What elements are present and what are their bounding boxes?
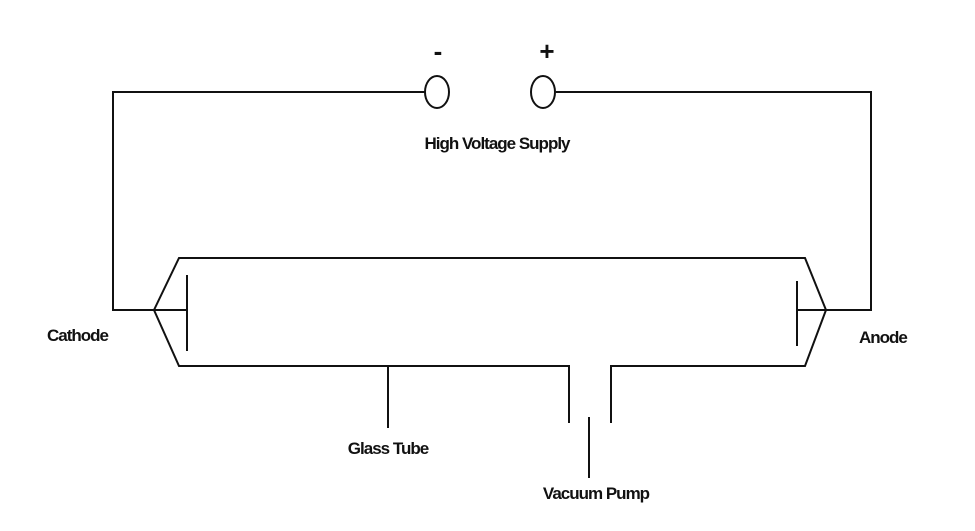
- supply-label: High Voltage Supply: [424, 134, 571, 153]
- cathode-label: Cathode: [47, 326, 109, 345]
- negative-sign: -: [434, 36, 443, 66]
- cathode-wire: [112, 91, 425, 311]
- glass-tube-label: Glass Tube: [348, 439, 429, 458]
- positive-sign: +: [539, 36, 554, 66]
- anode-wire: [556, 91, 872, 311]
- high-voltage-supply: - +: [424, 36, 556, 109]
- anode-label: Anode: [859, 328, 907, 347]
- negative-terminal: [424, 75, 450, 109]
- glass-tube: [152, 257, 828, 423]
- glass-tube-outline: [152, 257, 828, 367]
- circuit-wires: [112, 91, 872, 311]
- positive-terminal: [530, 75, 556, 109]
- vacuum-pump-label: Vacuum Pump: [543, 484, 650, 503]
